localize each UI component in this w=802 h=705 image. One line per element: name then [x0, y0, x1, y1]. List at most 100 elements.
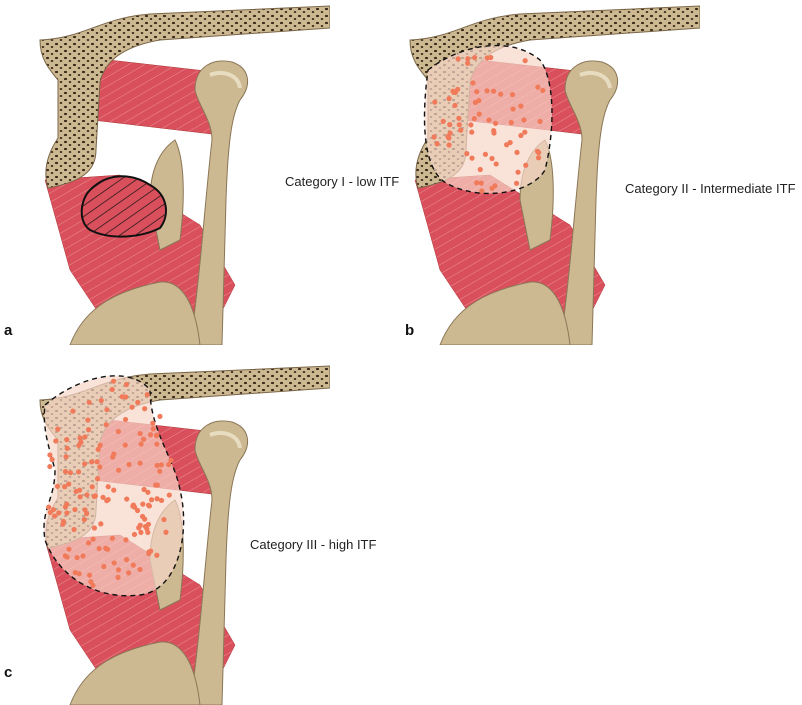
tumor-dot: [80, 553, 86, 559]
tumor-dot: [465, 56, 471, 62]
tumor-dot: [489, 155, 495, 162]
tumor-dot: [486, 117, 492, 123]
tumor-dot: [98, 521, 104, 527]
tumor-dot: [98, 397, 104, 404]
tumor-dot: [509, 92, 516, 98]
tumor-dot: [476, 111, 482, 117]
tumor-dot: [482, 151, 489, 157]
anatomy-illustration-low-itf: [38, 4, 330, 345]
tumor-dot: [73, 488, 79, 495]
tumor-dot: [142, 516, 148, 522]
tumor-dot: [82, 461, 88, 467]
tumor-dot: [472, 55, 478, 61]
tumor-dot: [119, 394, 125, 400]
tumor-dot: [126, 570, 132, 576]
tumor-dot: [56, 510, 62, 516]
tumor-dot: [521, 117, 527, 123]
tumor-dot: [498, 91, 504, 97]
tumor-dot: [154, 462, 160, 469]
tumor-dot: [468, 122, 474, 128]
tumor-dot: [105, 484, 111, 490]
tumor-dot: [115, 567, 122, 573]
tumor-dot: [141, 436, 147, 442]
anatomy-illustration-high-itf: [38, 364, 330, 705]
tumor-dot: [142, 406, 148, 412]
panel-label-c: c: [4, 664, 13, 681]
tumor-dot: [150, 426, 156, 432]
panel-label-a: a: [4, 322, 13, 339]
tumor-dot: [111, 451, 117, 457]
tumor-dot: [518, 103, 524, 109]
tumor-dot: [484, 55, 490, 61]
tumor-dot: [446, 135, 452, 141]
tumor-dot: [123, 537, 129, 543]
tumor-dot: [90, 582, 96, 588]
tumor-dot: [124, 496, 130, 502]
tumor-dot: [78, 439, 84, 445]
tumor-dot: [81, 516, 87, 523]
tumor-dot: [523, 162, 529, 168]
tumor-dot: [513, 180, 520, 186]
tumor-dot: [74, 554, 80, 561]
tumor-dot: [72, 506, 78, 513]
tumor-dot: [469, 155, 475, 161]
tumor-dot: [518, 132, 524, 139]
caption-category-2: Category II - Intermediate ITF: [625, 181, 796, 196]
tumor-dot: [86, 572, 93, 578]
tumor-dot: [94, 459, 100, 465]
tumor-dot: [535, 155, 542, 161]
tumor-dot: [492, 183, 498, 189]
tumor-dot: [123, 557, 130, 563]
tumor-dot: [166, 492, 172, 498]
tumor-dot: [72, 570, 78, 576]
tumor-dot: [135, 399, 141, 405]
tumor-dot: [85, 427, 92, 433]
tumor-dot: [63, 454, 69, 460]
tumor-dot: [89, 459, 95, 465]
tumor-dot: [470, 80, 476, 86]
tumor-dot: [456, 122, 462, 128]
anatomy-illustration-intermediate-itf: [408, 4, 700, 345]
tumor-dot: [491, 128, 497, 134]
tumor-dot: [115, 428, 122, 435]
tumor-dot: [109, 386, 115, 393]
tumor-dot: [138, 529, 144, 535]
tumor-dot: [166, 461, 172, 468]
tumor-dot: [53, 438, 59, 444]
tumor-dot: [478, 180, 484, 186]
tumor-dot: [145, 521, 152, 527]
tumor-dot: [82, 434, 88, 440]
tumor-dot: [153, 482, 159, 488]
tumor-dot: [64, 445, 70, 451]
tumor-dot: [455, 56, 461, 62]
tumor-dot: [148, 497, 155, 503]
tumor-dot: [479, 188, 485, 194]
tumor-dot: [77, 494, 83, 500]
tumor-dot: [104, 407, 110, 413]
tumor-dot: [122, 416, 129, 423]
tumor-dot: [522, 58, 528, 64]
tumor-dot: [62, 469, 69, 475]
tumor-dot: [64, 554, 70, 560]
tumor-dot: [484, 88, 490, 94]
tumor-dot: [492, 120, 499, 126]
tumor-dot: [96, 546, 102, 552]
tumor-dot: [144, 392, 150, 398]
tumor-dot: [146, 549, 152, 555]
tumor-dot: [85, 417, 91, 423]
tumor-dot: [115, 574, 121, 580]
tumor-dot: [111, 487, 117, 493]
panel-label-b: b: [405, 322, 415, 339]
tumor-dot: [104, 498, 110, 504]
tumor-dot: [66, 481, 72, 487]
tumor-dot: [140, 501, 146, 507]
tumor-dot: [50, 507, 56, 513]
tumor-dot: [97, 464, 103, 470]
tumor-dot: [490, 88, 497, 94]
tumor-dot: [115, 467, 122, 473]
tumor-dot: [89, 484, 95, 490]
tumor-dot: [161, 516, 167, 523]
panel-c-category-3: [0, 360, 330, 705]
tumor-dot: [103, 545, 109, 551]
tumor-dot: [458, 127, 464, 133]
